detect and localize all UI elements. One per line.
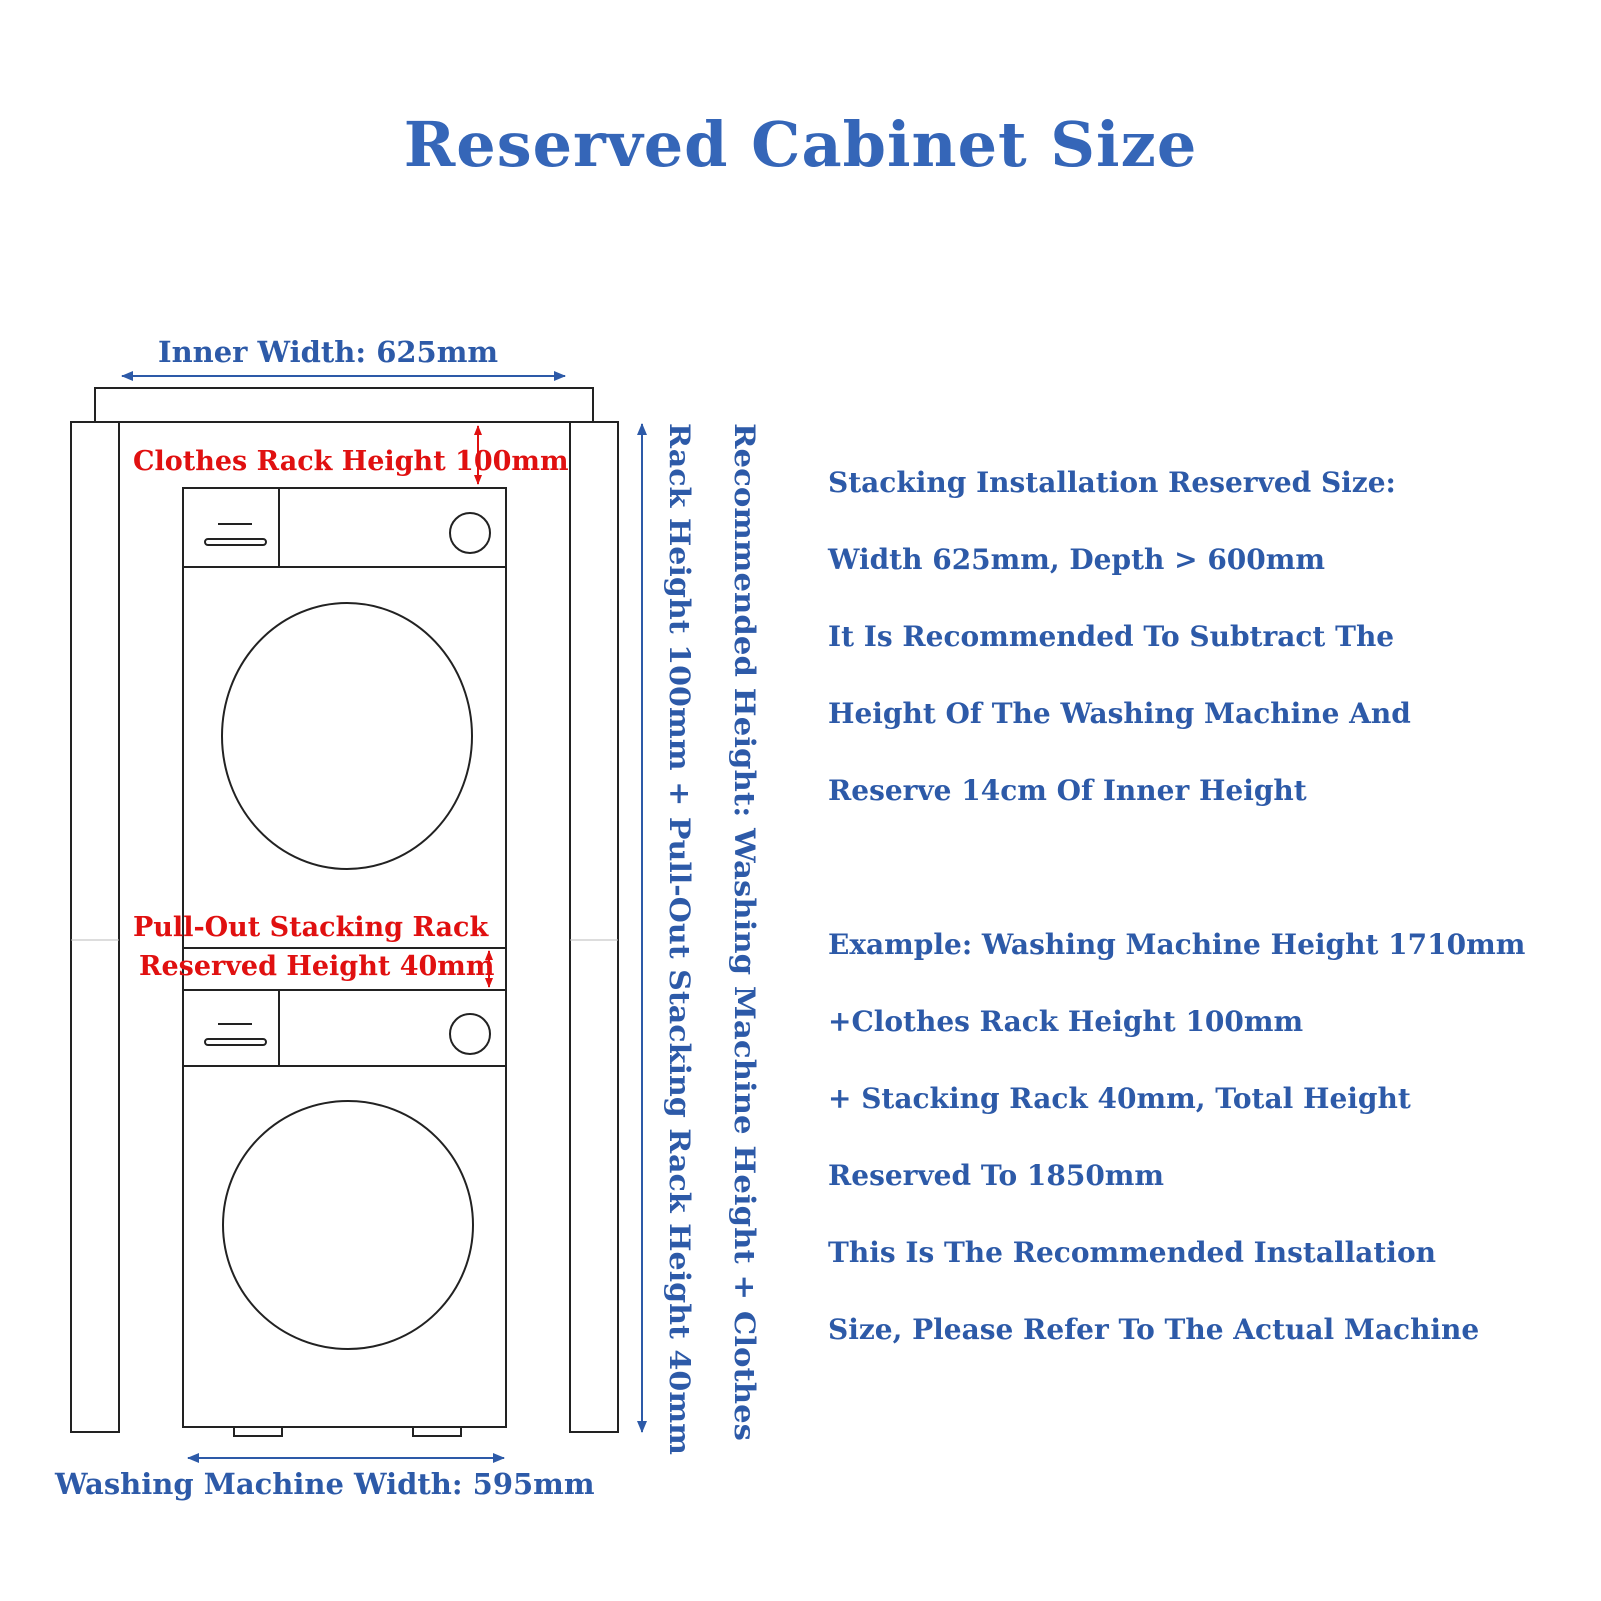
cabinet-top-shelf <box>94 387 594 423</box>
upper-machine-door <box>221 602 473 870</box>
note-line: Example: Washing Machine Height 1710mm <box>828 928 1526 961</box>
note-line: This Is The Recommended Installation <box>828 1236 1436 1269</box>
machine-width-label: Washing Machine Width: 595mm <box>54 1467 595 1501</box>
left-foot <box>233 1426 283 1437</box>
cabinet-left-panel <box>70 421 120 1433</box>
note-line: It Is Recommended To Subtract The <box>828 620 1395 653</box>
stacking-rack-label-1: Pull-Out Stacking Rack <box>133 912 489 943</box>
note-line: + Stacking Rack 40mm, Total Height <box>828 1082 1411 1115</box>
lower-machine-door <box>222 1100 474 1350</box>
upper-machine <box>182 487 507 949</box>
note-line: Width 625mm, Depth > 600mm <box>828 543 1326 576</box>
note-line: Size, Please Refer To The Actual Machine <box>828 1313 1480 1346</box>
stacking-rack <box>182 947 507 991</box>
clothes-rack-label: Clothes Rack Height 100mm <box>133 446 569 477</box>
note-line: +Clothes Rack Height 100mm <box>828 1005 1304 1038</box>
lower-control-knob <box>449 1013 491 1055</box>
vertical-label-recommended-height: Recommended Height: Washing Machine Heig… <box>728 423 761 1441</box>
upper-control-knob <box>449 512 491 554</box>
upper-drawer-handle <box>204 538 267 546</box>
notes-spacer <box>828 843 1588 920</box>
note-line: Stacking Installation Reserved Size: <box>828 466 1396 499</box>
cabinet <box>70 387 619 1433</box>
note-line: Height Of The Washing Machine And <box>828 697 1411 730</box>
installation-notes: Stacking Installation Reserved Size: Wid… <box>828 458 1588 1382</box>
note-line: Reserved To 1850mm <box>828 1159 1165 1192</box>
note-line: Reserve 14cm Of Inner Height <box>828 774 1307 807</box>
page-title: Reserved Cabinet Size <box>403 108 1198 181</box>
lower-drawer-handle <box>204 1038 267 1046</box>
vertical-label-rack-height: Rack Height 100mm + Pull-Out Stacking Ra… <box>663 423 696 1455</box>
right-foot <box>412 1426 462 1437</box>
cabinet-right-panel <box>569 421 619 1433</box>
lower-machine <box>182 989 507 1437</box>
stacking-rack-label-2: Reserved Height 40mm <box>139 951 494 982</box>
inner-width-label: Inner Width: 625mm <box>158 335 498 369</box>
